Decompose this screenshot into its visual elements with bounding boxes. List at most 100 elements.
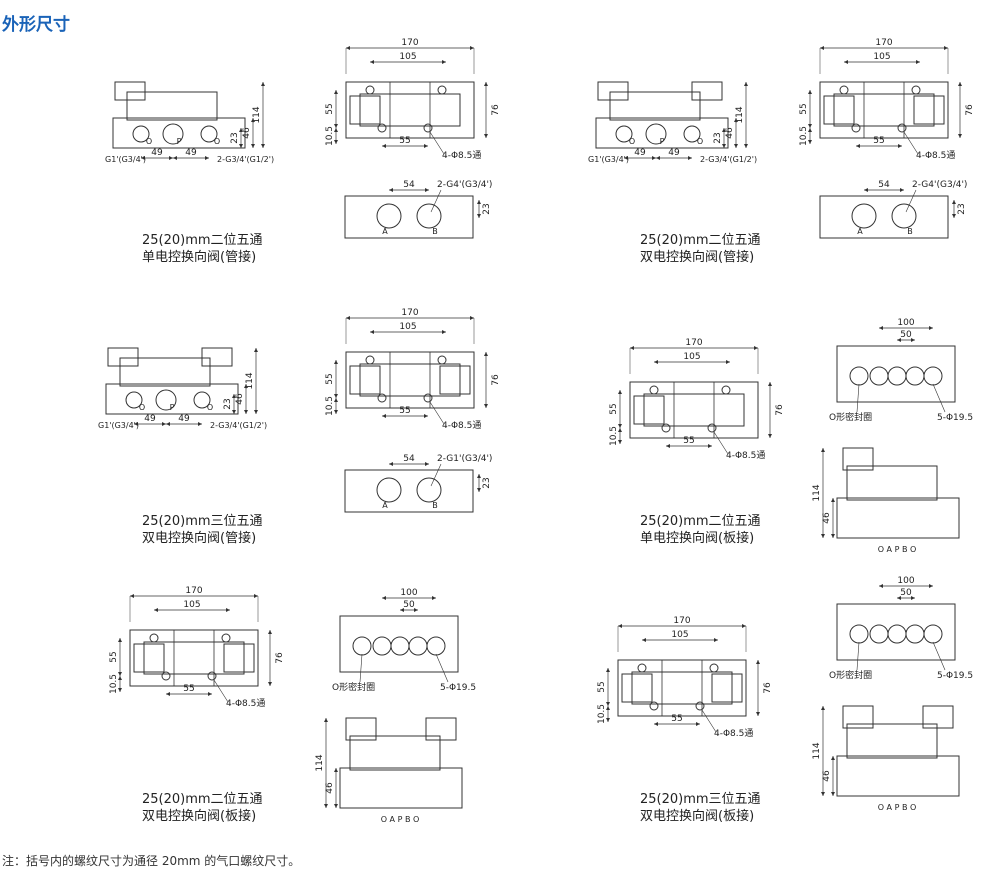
dimension-label: G1'(G3/4')	[588, 155, 629, 164]
caption-double-solenoid-2-5-tube: 25(20)mm二位五通 双电控换向阀(管接)	[640, 232, 761, 266]
port-o2	[683, 125, 701, 143]
caption-line-1: 25(20)mm二位五通	[142, 792, 263, 807]
leader-line	[903, 131, 919, 155]
body-upper	[126, 91, 218, 121]
arrowhead	[334, 398, 338, 414]
dimension-label: 55	[799, 103, 809, 114]
port-circle	[390, 636, 410, 656]
dimension-label: 55	[325, 373, 335, 384]
body-upper	[119, 357, 211, 387]
plate-block	[339, 615, 459, 673]
dimension-label: 114	[315, 754, 325, 771]
port-p	[155, 389, 177, 411]
dimension-label: 55	[609, 403, 619, 414]
dimension-label: 114	[245, 372, 255, 389]
dimension-label: 55	[399, 136, 410, 146]
mount-hole	[695, 701, 705, 711]
dimension-label: 49	[151, 148, 163, 158]
dimension-label: 76	[763, 682, 773, 694]
arrowhead	[334, 768, 338, 808]
dimension-label: G1'(G3/4')	[98, 421, 139, 430]
body-outline	[345, 351, 475, 409]
coil-left	[349, 365, 381, 395]
dimension-label: 55	[109, 651, 119, 662]
inner-block	[359, 363, 461, 397]
port-circle	[869, 366, 889, 386]
mount-hole	[707, 423, 717, 433]
arrowhead	[232, 394, 236, 414]
dimension-label: 4-Φ8.5通	[726, 450, 765, 461]
dimension-label: 49	[668, 148, 680, 158]
dimension-label: P	[177, 137, 182, 146]
port-block	[819, 195, 949, 239]
dimension-label: 46	[325, 782, 335, 794]
arrowhead	[334, 128, 338, 144]
arrowhead	[166, 422, 202, 426]
dimension-label: 2-G3/4'(G1/2')	[700, 155, 757, 164]
port-o	[132, 125, 150, 143]
dimension-label: 2-G3/4'(G1/2')	[217, 155, 274, 164]
dimension-label: 23	[482, 477, 492, 488]
arrowhead	[477, 474, 481, 492]
coil-head	[597, 81, 629, 101]
leader-line	[905, 189, 917, 213]
dimension-label: 46	[242, 127, 252, 139]
dimension-label: 76	[775, 404, 785, 416]
dimension-label: 5-Φ19.5	[937, 413, 973, 423]
dimension-label: 170	[185, 586, 202, 596]
port-b	[416, 477, 442, 503]
dimension-label: 23	[230, 132, 240, 143]
port-letters: O A P B O	[878, 803, 917, 812]
port-circle	[408, 636, 428, 656]
mount-hole	[207, 671, 217, 681]
port-circle	[887, 366, 907, 386]
dimension-label: 105	[399, 52, 416, 62]
caption-line-2: 单电控换向阀(管接)	[142, 250, 257, 265]
dimension-label: 4-Φ8.5通	[442, 420, 481, 431]
dimension-label: 76	[965, 104, 975, 116]
dimension-label: 10.5	[609, 426, 619, 446]
caption-double-solenoid-3-5-plate: 25(20)mm三位五通 双电控换向阀(板接)	[640, 791, 761, 825]
arrowhead	[722, 128, 726, 148]
dimension-label: 114	[252, 106, 262, 123]
leader-line	[932, 383, 946, 413]
mount-hole	[897, 123, 907, 133]
port-p	[645, 123, 667, 145]
dimension-label: O形密封圈	[332, 681, 375, 693]
dimension-label: 23	[713, 132, 723, 143]
coil-head	[345, 717, 377, 741]
base-plate	[339, 767, 463, 809]
arrowhead	[897, 596, 915, 600]
mount-hole	[161, 671, 171, 681]
port-b	[891, 203, 917, 229]
dimension-label: B	[432, 501, 438, 510]
body-outline	[617, 659, 747, 717]
dimension-label: 170	[401, 38, 418, 48]
inner-block	[143, 641, 245, 675]
dimension-label: 49	[144, 414, 156, 424]
dimension-label: 114	[812, 742, 822, 759]
dimension-label: 170	[673, 616, 690, 626]
dimension-label: 2-G3/4'(G1/2')	[210, 421, 267, 430]
arrowhead	[239, 128, 243, 148]
leader-line	[932, 641, 946, 671]
coil-left	[633, 395, 665, 425]
dimension-label: 2-G4'(G3/4')	[912, 180, 967, 190]
caption-line-2: 双电控换向阀(管接)	[142, 531, 257, 546]
arrowhead	[389, 462, 429, 466]
dimension-label: 50	[403, 600, 415, 610]
dimension-label: 55	[671, 714, 682, 724]
inner-block	[631, 671, 733, 705]
arrowhead	[618, 428, 622, 444]
port-o	[125, 391, 143, 409]
arrowhead	[606, 668, 610, 706]
mount-hole	[221, 633, 231, 643]
dimension-label: 23	[957, 203, 967, 214]
